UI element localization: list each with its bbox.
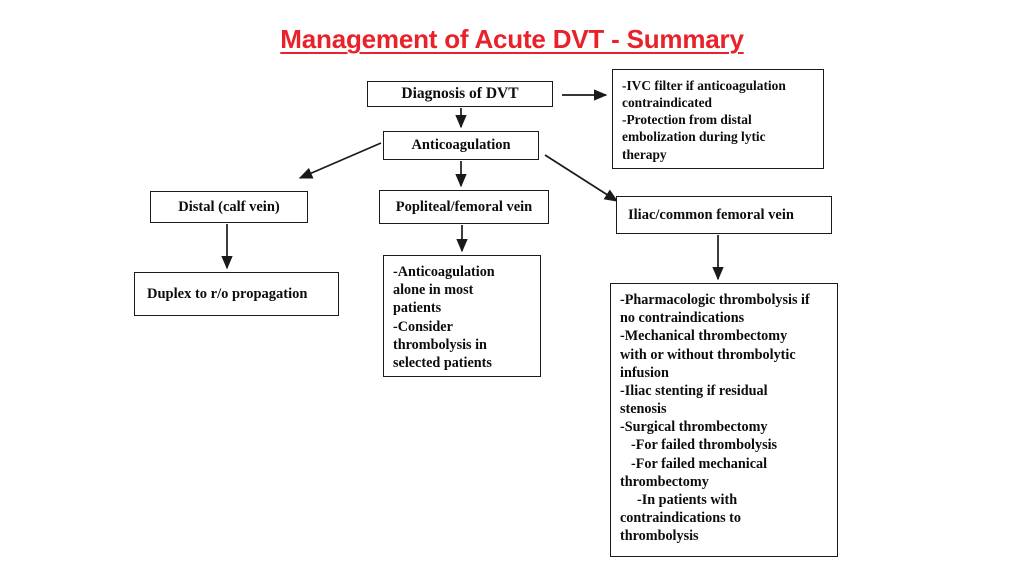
node-line: -Consider <box>393 318 453 335</box>
node-line: -Pharmacologic thrombolysis if <box>620 292 810 308</box>
node-line: -For failed mechanical <box>631 455 768 472</box>
node-line: embolization during lytic <box>622 129 766 145</box>
node-line: contraindicated <box>622 95 713 111</box>
node-popliteal-femoral-vein[interactable]: Popliteal/femoral vein <box>379 190 549 224</box>
arrow-anticoagulation-to-iliac <box>544 154 619 202</box>
node-line: -IVC filter if anticoagulation <box>622 78 786 93</box>
node-line: contraindications to <box>620 510 741 527</box>
node-line: patients <box>393 300 442 317</box>
node-line: thrombolysis in <box>393 336 487 353</box>
node-label: Anticoagulation <box>411 137 511 153</box>
node-distal-calf-vein[interactable]: Distal (calf vein) <box>150 191 308 223</box>
node-ivc-filter-notes[interactable]: -IVC filter if anticoagulation contraind… <box>612 69 824 169</box>
node-line: therapy <box>622 146 667 162</box>
node-line: selected patients <box>393 354 492 371</box>
node-line: alone in most <box>393 282 474 299</box>
arrow-anticoagulation-to-distal <box>298 142 382 179</box>
node-duplex-to-ro-propagation[interactable]: Duplex to r/o propagation <box>134 272 339 316</box>
node-anticoagulation-detail[interactable]: -Anticoagulation alone in most patients … <box>383 255 541 377</box>
node-label: Duplex to r/o propagation <box>147 285 308 302</box>
node-iliac-common-femoral-vein[interactable]: Iliac/common femoral vein <box>616 196 832 234</box>
node-line: stenosis <box>620 401 667 418</box>
node-line: infusion <box>620 364 669 381</box>
node-line: with or without thrombolytic <box>620 346 796 363</box>
node-iliac-treatment-detail[interactable]: -Pharmacologic thrombolysis if no contra… <box>610 283 838 557</box>
node-line: -Iliac stenting if residual <box>620 382 768 399</box>
node-label: Diagnosis of DVT <box>401 85 519 102</box>
node-line: -Surgical thrombectomy <box>620 419 768 436</box>
node-anticoagulation[interactable]: Anticoagulation <box>383 131 539 160</box>
node-line: -Protection from distal <box>622 112 752 128</box>
node-diagnosis-of-dvt[interactable]: Diagnosis of DVT <box>367 81 553 107</box>
node-label: Popliteal/femoral vein <box>395 198 533 215</box>
node-label: Distal (calf vein) <box>178 198 280 215</box>
node-line: -Mechanical thrombectomy <box>620 328 788 345</box>
node-line: thrombectomy <box>620 473 709 490</box>
node-line: -In patients with <box>637 491 738 508</box>
node-line: no contraindications <box>620 310 745 327</box>
page-title: Management of Acute DVT - Summary <box>280 24 744 54</box>
node-line: thrombolysis <box>620 528 699 545</box>
node-label: Iliac/common femoral vein <box>628 206 794 223</box>
node-line: -Anticoagulation <box>393 264 495 280</box>
node-line: -For failed thrombolysis <box>631 437 778 454</box>
